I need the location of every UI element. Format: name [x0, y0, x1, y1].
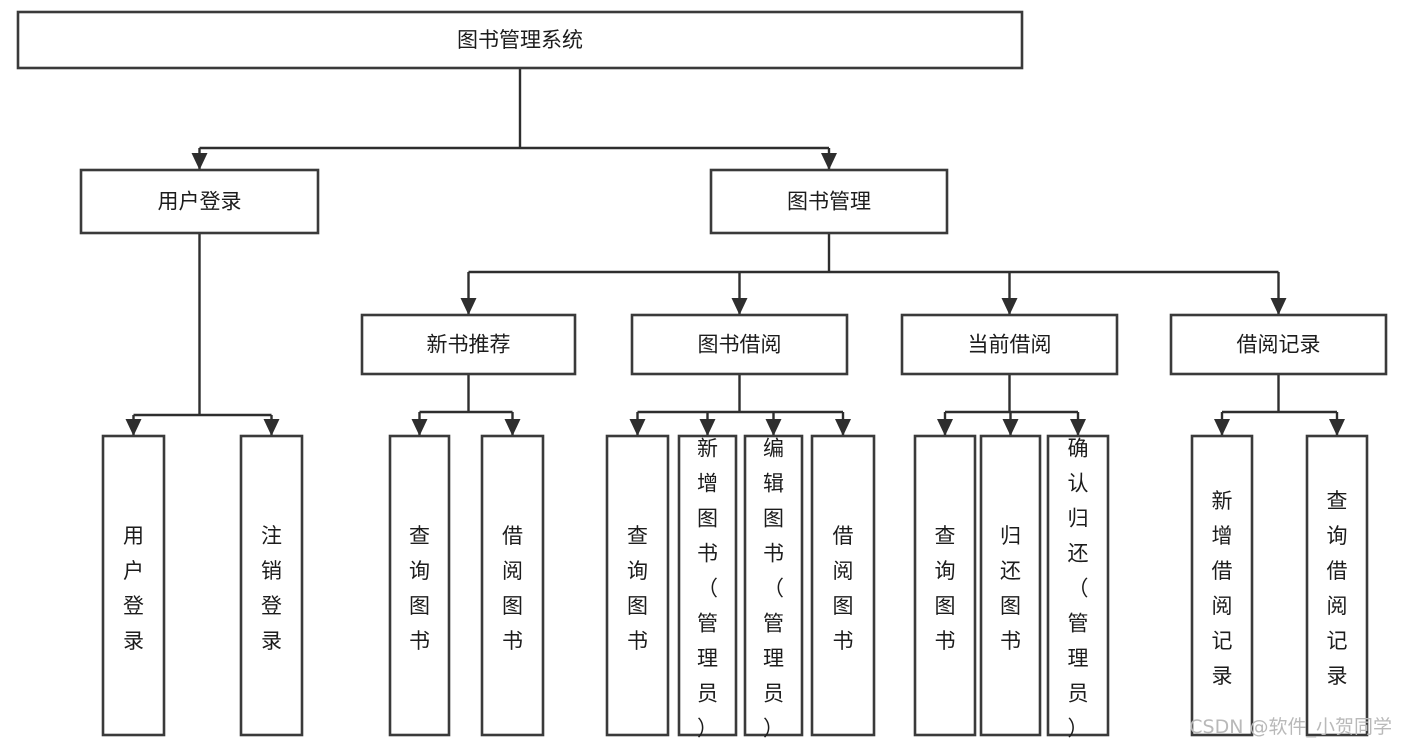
- node-box-leaf-query-book-1[interactable]: [388, 434, 451, 737]
- node-box-leaf-borrow-book-2[interactable]: [810, 434, 876, 737]
- arrow-head-icon: [125, 419, 142, 436]
- node-box-leaf-edit-book[interactable]: [743, 434, 804, 737]
- node-records[interactable]: 借阅记录: [1169, 313, 1388, 376]
- arrow-head-icon: [1270, 298, 1287, 315]
- node-bookmgmt[interactable]: 图书管理: [709, 168, 949, 235]
- node-leaf-logout[interactable]: 注销登录: [239, 434, 304, 737]
- node-box-leaf-query-book-2[interactable]: [605, 434, 670, 737]
- node-label-leaf-add-book: 新增图书（管理员）: [697, 436, 718, 740]
- arrow-head-icon: [821, 153, 837, 170]
- node-box-root[interactable]: [16, 10, 1024, 70]
- node-box-leaf-borrow-book-1[interactable]: [480, 434, 545, 737]
- node-leaf-edit-book[interactable]: 编辑图书（管理员）: [743, 434, 804, 740]
- node-layer: 图书管理系统用户登录图书管理新书推荐图书借阅当前借阅借阅记录用户登录注销登录查询…: [16, 10, 1388, 740]
- arrow-head-icon: [504, 419, 521, 436]
- arrow-head-icon: [731, 298, 748, 315]
- arrow-head-icon: [1329, 419, 1345, 436]
- node-box-current[interactable]: [900, 313, 1119, 376]
- node-box-leaf-return-book[interactable]: [979, 434, 1042, 737]
- node-label-leaf-query-record: 查询借阅记录: [1327, 489, 1348, 688]
- node-box-leaf-add-record[interactable]: [1190, 434, 1254, 737]
- node-box-leaf-user-login[interactable]: [101, 434, 166, 737]
- node-label-leaf-query-book-2: 查询图书: [627, 524, 648, 653]
- node-label-leaf-logout: 注销登录: [261, 524, 282, 653]
- connector-group-borrow: [629, 374, 851, 436]
- node-current[interactable]: 当前借阅: [900, 313, 1119, 376]
- node-label-login: 用户登录: [158, 190, 242, 214]
- node-label-leaf-borrow-book-1: 借阅图书: [502, 524, 523, 653]
- node-label-records: 借阅记录: [1237, 333, 1321, 357]
- arrow-head-icon: [835, 419, 851, 436]
- node-label-root: 图书管理系统: [457, 28, 583, 52]
- node-label-leaf-add-record: 新增借阅记录: [1212, 489, 1233, 688]
- arrow-head-icon: [765, 419, 782, 436]
- node-leaf-confirm-return[interactable]: 确认归还（管理员）: [1046, 434, 1110, 740]
- node-leaf-borrow-book-1[interactable]: 借阅图书: [480, 434, 545, 737]
- node-label-bookmgmt: 图书管理: [787, 190, 871, 214]
- node-leaf-query-book-1[interactable]: 查询图书: [388, 434, 451, 737]
- node-label-borrow: 图书借阅: [698, 333, 782, 357]
- node-box-leaf-query-book-3[interactable]: [913, 434, 977, 737]
- node-box-borrow[interactable]: [630, 313, 849, 376]
- arrow-head-icon: [1070, 419, 1086, 436]
- node-label-current: 当前借阅: [968, 333, 1052, 357]
- node-leaf-return-book[interactable]: 归还图书: [979, 434, 1042, 737]
- node-label-leaf-query-book-1: 查询图书: [409, 524, 430, 653]
- node-box-leaf-logout[interactable]: [239, 434, 304, 737]
- node-label-leaf-edit-book: 编辑图书（管理员）: [763, 436, 784, 740]
- arrow-head-icon: [263, 419, 280, 436]
- node-leaf-query-book-3[interactable]: 查询图书: [913, 434, 977, 737]
- connector-group-newbooks: [411, 374, 521, 436]
- connector-group-records: [1214, 374, 1345, 436]
- node-login[interactable]: 用户登录: [79, 168, 320, 235]
- node-box-login[interactable]: [79, 168, 320, 235]
- connector-layer: [125, 68, 1345, 436]
- connector-group-current: [937, 374, 1086, 436]
- arrow-head-icon: [191, 153, 208, 170]
- arrow-head-icon: [1214, 419, 1230, 436]
- node-newbooks[interactable]: 新书推荐: [360, 313, 577, 376]
- node-leaf-borrow-book-2[interactable]: 借阅图书: [810, 434, 876, 737]
- node-label-newbooks: 新书推荐: [427, 333, 511, 357]
- node-label-leaf-confirm-return: 确认归还（管理员）: [1068, 436, 1089, 740]
- node-label-leaf-borrow-book-2: 借阅图书: [833, 524, 854, 653]
- node-leaf-add-record[interactable]: 新增借阅记录: [1190, 434, 1254, 737]
- node-borrow[interactable]: 图书借阅: [630, 313, 849, 376]
- node-label-leaf-return-book: 归还图书: [1000, 524, 1021, 653]
- node-label-leaf-query-book-3: 查询图书: [935, 524, 956, 653]
- arrow-head-icon: [1001, 298, 1018, 315]
- arrow-head-icon: [937, 419, 953, 436]
- connector-group-root: [191, 68, 837, 170]
- node-leaf-add-book[interactable]: 新增图书（管理员）: [677, 434, 738, 740]
- node-leaf-user-login[interactable]: 用户登录: [101, 434, 166, 737]
- connector-group-bookmgmt: [460, 233, 1287, 315]
- connector-group-login: [125, 233, 280, 436]
- node-box-leaf-confirm-return[interactable]: [1046, 434, 1110, 737]
- arrow-head-icon: [460, 298, 477, 315]
- node-box-leaf-query-record[interactable]: [1305, 434, 1369, 737]
- node-box-leaf-add-book[interactable]: [677, 434, 738, 737]
- node-box-newbooks[interactable]: [360, 313, 577, 376]
- node-leaf-query-book-2[interactable]: 查询图书: [605, 434, 670, 737]
- node-label-leaf-user-login: 用户登录: [123, 524, 144, 653]
- node-box-bookmgmt[interactable]: [709, 168, 949, 235]
- arrow-head-icon: [1002, 419, 1019, 436]
- arrow-head-icon: [699, 419, 716, 436]
- node-box-records[interactable]: [1169, 313, 1388, 376]
- arrow-head-icon: [629, 419, 646, 436]
- node-leaf-query-record[interactable]: 查询借阅记录: [1305, 434, 1369, 737]
- arrow-head-icon: [411, 419, 428, 436]
- node-root[interactable]: 图书管理系统: [16, 10, 1024, 70]
- csdn-watermark: CSDN @软件_小贺同学: [1189, 716, 1392, 738]
